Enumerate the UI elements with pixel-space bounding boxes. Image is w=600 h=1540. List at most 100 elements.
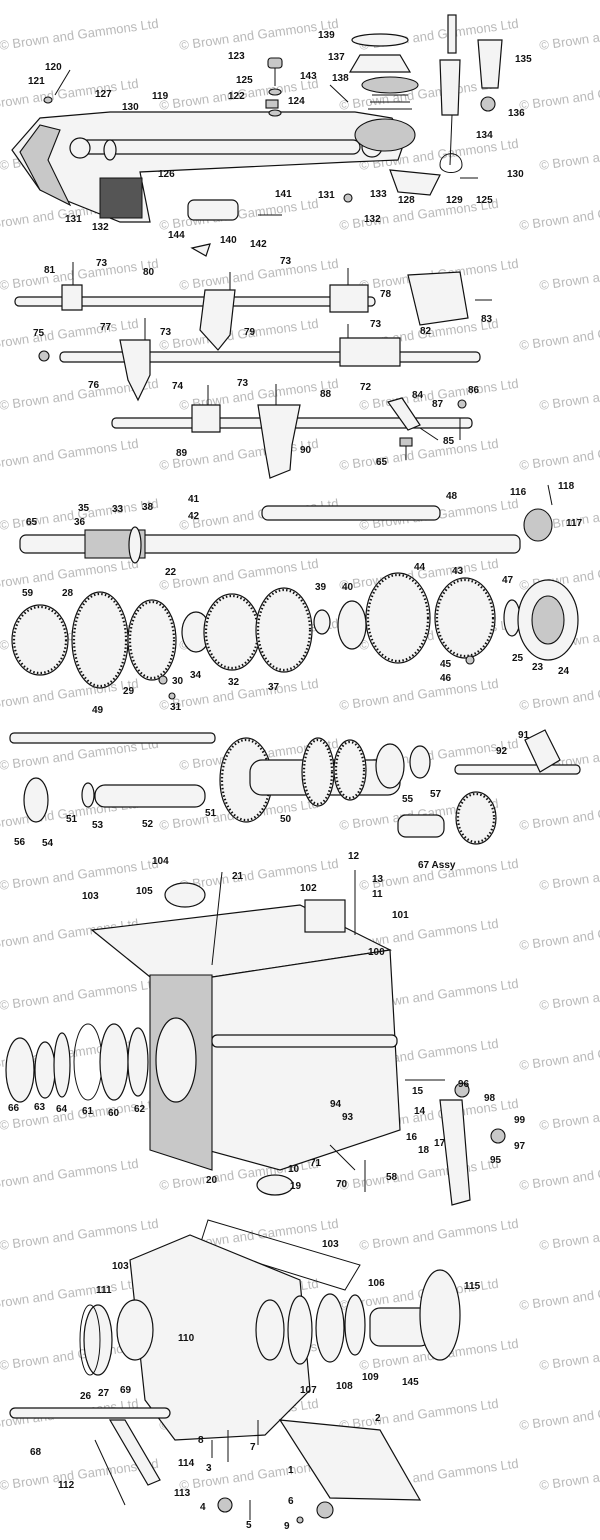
- watermark-text: © Brown and Gammons Ltd: [518, 916, 600, 953]
- callout-45: 45: [440, 659, 452, 670]
- callout-77: 77: [100, 322, 112, 333]
- watermark-text: © Brown and Gammons Ltd: [358, 1216, 519, 1253]
- callout-41: 41: [188, 494, 200, 505]
- watermark-text: © Brown and Gammons Ltd: [178, 16, 339, 53]
- callout-63: 63: [34, 1102, 46, 1113]
- watermark-text: © Brown and Gammons Ltd: [518, 1276, 600, 1313]
- callout-143: 143: [300, 71, 317, 82]
- callout-50: 50: [280, 814, 292, 825]
- callout-17: 17: [434, 1138, 446, 1149]
- callout-103b: 103: [322, 1239, 339, 1250]
- selector-housing-group: [11, 14, 503, 257]
- callout-94: 94: [330, 1099, 342, 1110]
- callout-55: 55: [402, 794, 414, 805]
- callout-82: 82: [420, 326, 432, 337]
- callout-140: 140: [220, 235, 237, 246]
- callout-125b: 125: [476, 195, 493, 206]
- callout-144: 144: [168, 230, 185, 241]
- callout-131a: 131: [65, 214, 82, 225]
- watermark-text: © Brown and Gammons Ltd: [0, 1216, 159, 1253]
- callout-65b: 65: [26, 517, 38, 528]
- callout-5: 5: [246, 1520, 252, 1531]
- callout-117: 117: [566, 518, 583, 529]
- callout-107: 107: [300, 1385, 317, 1396]
- watermark-text: © Brown and Gammons Ltd: [178, 256, 339, 293]
- callout-62: 62: [134, 1104, 146, 1115]
- callout-75: 75: [33, 328, 45, 339]
- callout-110: 110: [178, 1333, 195, 1344]
- callout-87: 87: [432, 399, 444, 410]
- callout-123: 123: [228, 51, 245, 62]
- callout-43: 43: [452, 566, 464, 577]
- watermark-text: © Brown and Gammons Ltd: [158, 556, 319, 593]
- callout-49: 49: [92, 705, 104, 716]
- callout-145: 145: [402, 1377, 419, 1388]
- callout-7: 7: [250, 1442, 256, 1453]
- callout-135: 135: [515, 54, 532, 65]
- watermark-text: © Brown and Gammons Ltd: [338, 1156, 499, 1193]
- watermark-text: © Brown and Gammons Ltd: [538, 1456, 600, 1493]
- callout-84: 84: [412, 390, 424, 401]
- callout-44: 44: [414, 562, 426, 573]
- watermark-text: © Brown and Gammons Ltd: [338, 1396, 499, 1433]
- watermark-text: © Brown and Gammons Ltd: [538, 1216, 600, 1253]
- watermark-text: © Brown and Gammons Ltd: [0, 676, 139, 713]
- rear-extension-group: [9, 1219, 461, 1524]
- watermark-layer: © Brown and Gammons Ltd © Brown and Gammo…: [0, 16, 600, 1493]
- callout-138: 138: [332, 73, 349, 84]
- callout-10: 10: [288, 1164, 300, 1175]
- watermark-text: © Brown and Gammons Ltd: [0, 1156, 139, 1193]
- callout-74: 74: [172, 381, 184, 392]
- watermark-text: © Brown and Gammons Ltd: [338, 76, 499, 113]
- callout-31: 31: [170, 702, 182, 713]
- callout-115: 115: [464, 1281, 481, 1292]
- callout-51a: 51: [66, 814, 78, 825]
- watermark-text: © Brown and Gammons Ltd: [538, 16, 600, 53]
- callout-11: 11: [372, 889, 383, 900]
- callout-88: 88: [320, 389, 332, 400]
- callout-9: 9: [284, 1521, 290, 1532]
- watermark-text: © Brown and Gammons Ltd: [538, 256, 600, 293]
- callout-122: 122: [228, 91, 245, 102]
- watermark-text: © Brown and Gammons Ltd: [518, 1036, 600, 1073]
- callout-13: 13: [372, 874, 384, 885]
- callout-105: 105: [136, 886, 153, 897]
- callout-61: 61: [82, 1106, 94, 1117]
- watermark-text: © Brown and Gammons Ltd: [538, 976, 600, 1013]
- callout-125: 125: [236, 75, 253, 86]
- callout-20: 20: [206, 1175, 218, 1186]
- callout-39: 39: [315, 582, 327, 593]
- callout-labels: 120 121 127 130 119 123 125 122 124 143 …: [8, 30, 583, 1532]
- callout-24: 24: [558, 666, 570, 677]
- callout-137: 137: [328, 52, 345, 63]
- watermark-text: © Brown and Gammons Ltd: [338, 436, 499, 473]
- callout-139: 139: [318, 30, 335, 41]
- callout-79: 79: [244, 327, 256, 338]
- watermark-text: © Brown and Gammons Ltd: [538, 136, 600, 173]
- watermark-text: © Brown and Gammons Ltd: [0, 1276, 139, 1313]
- watermark-text: © Brown and Gammons Ltd: [538, 1096, 600, 1133]
- watermark-text: © Brown and Gammons Ltd: [518, 676, 600, 713]
- callout-141: 141: [275, 189, 292, 200]
- callout-52: 52: [142, 819, 154, 830]
- callout-68: 68: [30, 1447, 42, 1458]
- callout-80: 80: [143, 267, 155, 278]
- callout-15: 15: [412, 1086, 424, 1097]
- callout-36: 36: [74, 517, 86, 528]
- callout-133: 133: [370, 189, 387, 200]
- callout-25: 25: [512, 653, 524, 664]
- callout-73a: 73: [96, 258, 108, 269]
- callout-121: 121: [28, 76, 45, 87]
- callout-92: 92: [496, 746, 508, 757]
- watermark-text: © Brown and Gammons Ltd: [518, 316, 600, 353]
- callout-134: 134: [476, 130, 493, 141]
- callout-126: 126: [158, 169, 175, 180]
- watermark-text: © Brown and Gammons Ltd: [158, 316, 319, 353]
- callout-16: 16: [406, 1132, 418, 1143]
- callout-81: 81: [44, 265, 56, 276]
- callout-60: 60: [108, 1108, 120, 1119]
- callout-90: 90: [300, 445, 312, 456]
- callout-6: 6: [288, 1496, 294, 1507]
